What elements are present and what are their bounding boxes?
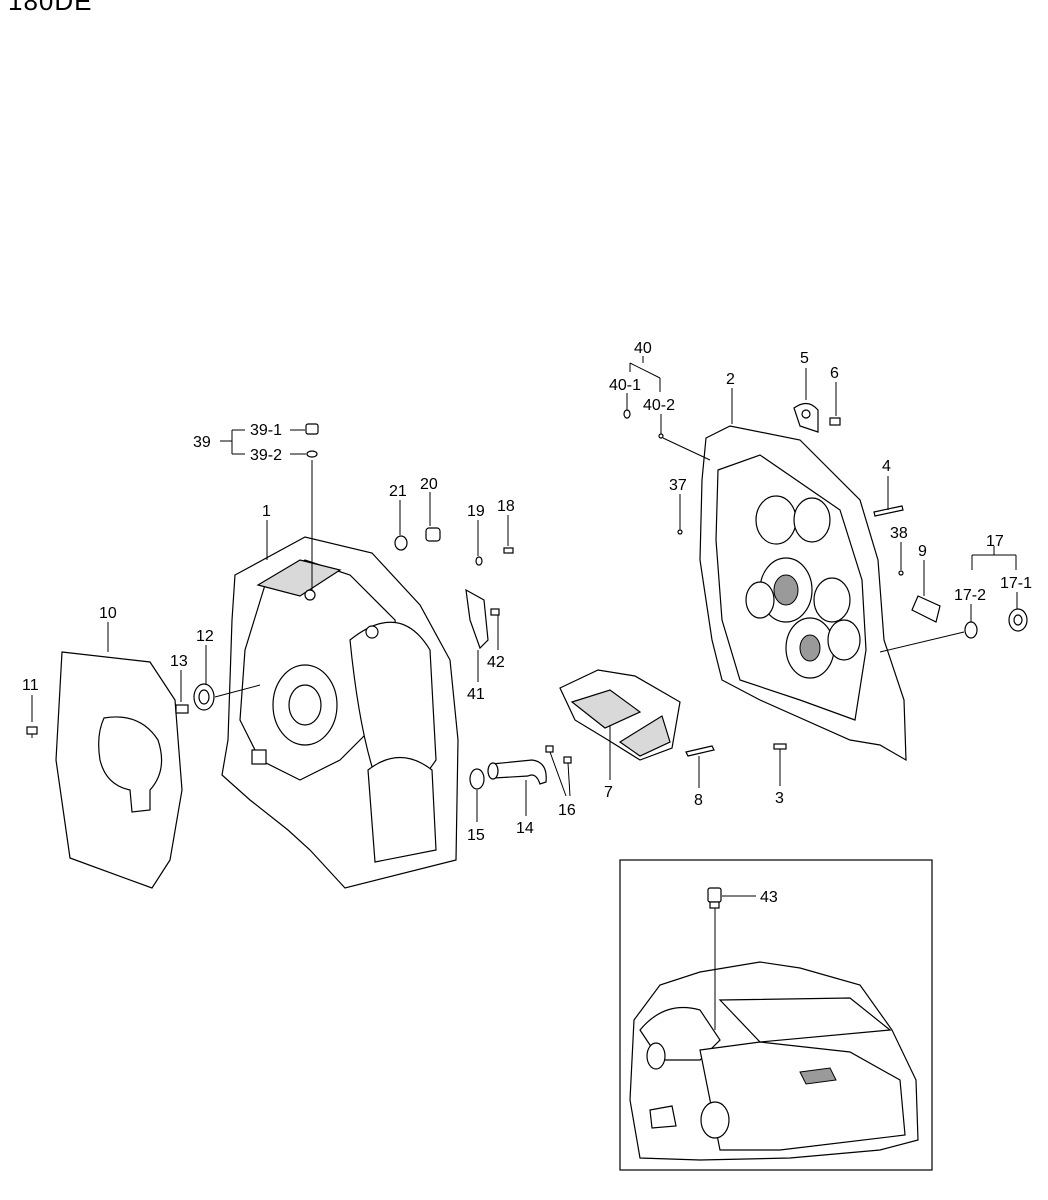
part-15-o-ring[interactable] [469,768,485,790]
part-42-bolt[interactable] [490,608,500,616]
part-39-1-plug[interactable] [305,423,319,435]
callout-8: 8 [694,792,703,809]
inset-housing[interactable] [629,961,919,1161]
leader-lines [31,356,1018,822]
part-18-pin[interactable] [503,547,514,554]
part-4-bolt[interactable] [873,505,904,517]
callout-16: 16 [558,802,576,819]
part-17-2-o-ring[interactable] [964,621,978,639]
part-9-plate[interactable] [911,595,941,623]
callout-6: 6 [830,365,839,382]
part-40-2-washer[interactable] [658,433,664,439]
part-16-bolt[interactable] [545,745,572,764]
part-19-pin[interactable] [475,556,483,566]
callout-43: 43 [760,889,778,906]
part-1-front-housing[interactable] [221,536,459,889]
callout-10: 10 [99,605,117,622]
callout-3: 3 [775,790,784,807]
callout-1: 1 [262,503,271,520]
part-39-2-washer[interactable] [306,450,318,458]
part-40-1-plug[interactable] [623,409,631,419]
callout-39-1: 39-1 [250,422,282,439]
part-6-bolt[interactable] [829,417,841,426]
part-13-bolt[interactable] [175,704,189,714]
part-3-dowel-pin[interactable] [773,743,787,750]
callout-42: 42 [487,654,505,671]
part-5-cover-plate[interactable] [793,402,819,433]
part-20-bushing[interactable] [425,527,441,542]
callout-7: 7 [604,784,613,801]
callout-19: 19 [467,503,485,520]
part-8-long-bolt[interactable] [685,745,715,757]
callout-17: 17 [986,533,1004,550]
part-41-plate[interactable] [465,588,489,650]
callout-21: 21 [389,483,407,500]
callout-38: 38 [890,525,908,542]
part-43-plug[interactable] [707,887,722,909]
callout-13: 13 [170,653,188,670]
part-38-pin[interactable] [898,570,904,576]
callout-20: 20 [420,476,438,493]
callout-15: 15 [467,827,485,844]
diagram-title: 180DE [8,0,93,16]
callout-40-1: 40-1 [609,377,641,394]
callout-12: 12 [196,628,214,645]
callout-14: 14 [516,820,534,837]
part-7-bracket[interactable] [559,669,681,761]
callout-18: 18 [497,498,515,515]
part-10-gasket-plate[interactable] [55,651,183,889]
callout-2: 2 [726,371,735,388]
part-11-bolt[interactable] [26,726,38,738]
part-2-rear-housing[interactable] [699,425,907,762]
callout-9: 9 [918,543,927,560]
callout-40-2: 40-2 [643,397,675,414]
callout-11: 11 [22,677,39,694]
callout-41: 41 [467,686,485,703]
part-17-1-plug[interactable] [1008,608,1028,632]
callout-5: 5 [800,350,809,367]
callout-39-2: 39-2 [250,447,282,464]
callout-39: 39 [193,434,211,451]
callout-40: 40 [634,340,652,357]
part-12-seal-ring[interactable] [193,683,215,711]
callout-17-2: 17-2 [954,587,986,604]
inset-detail-part-43: 43 [619,859,933,1171]
callout-37: 37 [669,477,687,494]
callout-4: 4 [882,458,891,475]
callout-17-1: 17-1 [1000,575,1032,592]
part-21-ring[interactable] [394,535,408,551]
callout-labels: 11 10 13 12 1 39 39-1 39-2 21 20 19 18 4… [22,340,1032,844]
part-37-pin[interactable] [677,529,683,535]
part-14-elbow-pipe[interactable] [487,759,547,785]
